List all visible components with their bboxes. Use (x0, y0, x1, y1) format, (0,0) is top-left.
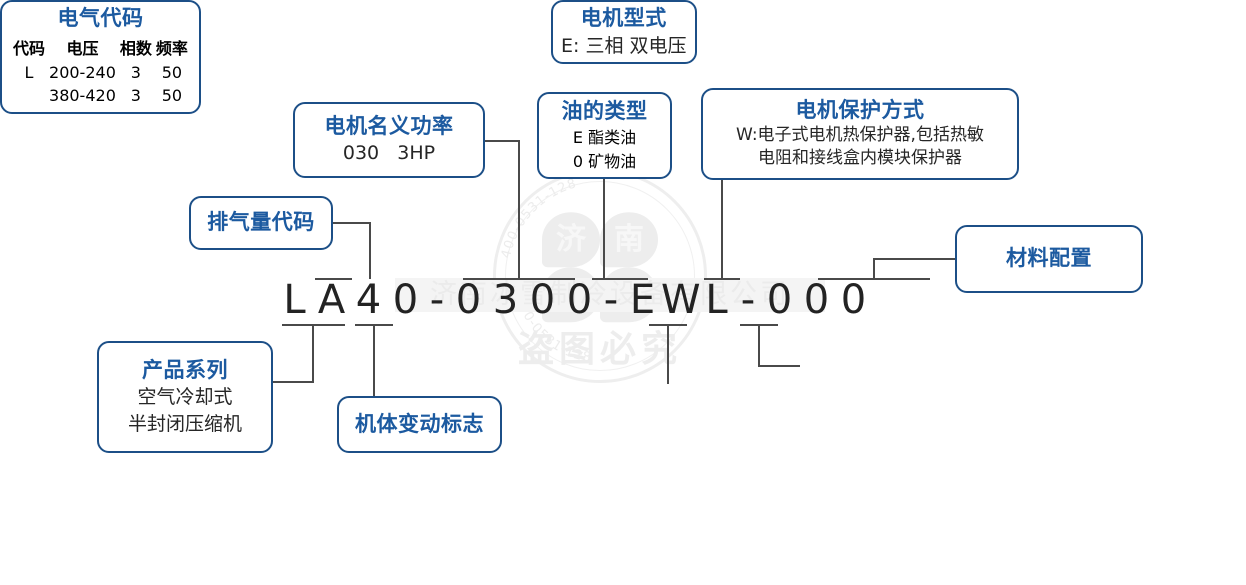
code-char-16: 0 (840, 277, 867, 323)
callout-motor-protection: 电机保护方式 W:电子式电机热保护器,包括热敏 电阻和接线盒内模块保护器 (701, 88, 1019, 180)
callout-oil-type-title: 油的类型 (561, 98, 648, 123)
code-char-15: 0 (803, 277, 830, 323)
code-char-7: 0 (529, 277, 556, 323)
motor-power-code: 030 (342, 142, 380, 165)
callout-material-configuration-title: 材料配置 (1006, 246, 1092, 271)
callout-body-change-flag: 机体变动标志 (337, 396, 502, 453)
electrical-row2-code (12, 85, 46, 106)
model-code-string: L A 4 0 - 0 3 0 0 - E W L - 0 0 0 (276, 278, 872, 322)
oil-type-code-1: E (572, 128, 583, 148)
callout-motor-rated-power-title: 电机名义功率 (324, 113, 454, 138)
electrical-row2-phase: 3 (130, 85, 141, 105)
code-char-3: 0 (392, 277, 419, 323)
callout-body-change-flag-title: 机体变动标志 (355, 411, 484, 436)
electrical-row1-code: L (24, 62, 34, 82)
callout-product-series-line2: 半封闭压缩机 (127, 412, 242, 435)
wire-electrical (758, 325, 800, 367)
code-char-0: L (283, 277, 306, 323)
callout-product-series-title: 产品系列 (142, 357, 228, 382)
electrical-header-voltage: 电压 (66, 38, 99, 58)
electrical-header-phase: 相数 (119, 38, 152, 58)
oil-type-code-2: 0 (572, 152, 584, 172)
code-char-12: L (705, 277, 728, 323)
table-row: L 200-240 3 50 (12, 62, 189, 83)
oil-type-text-1: 酯类油 (588, 128, 637, 148)
code-char-11: W (661, 277, 701, 323)
oil-type-row-1: E 酯类油 (573, 124, 636, 148)
callout-product-series-line1: 空气冷却式 (137, 386, 233, 409)
callout-motor-protection-line2: 电阻和接线盒内模块保护器 (758, 147, 962, 168)
electrical-row1-voltage: 200-240 (49, 62, 116, 82)
electrical-code-table: 代码 电压 相数 频率 L 200-240 3 50 380-420 3 50 (10, 32, 191, 108)
electrical-row1-frequency: 50 (161, 62, 183, 82)
callout-motor-rated-power: 电机名义功率 030 3HP (293, 102, 485, 178)
electrical-header-frequency: 频率 (155, 38, 188, 58)
wire-motor-power (485, 140, 520, 279)
electrical-row2-frequency: 50 (161, 85, 183, 105)
code-char-1: A (317, 277, 346, 323)
code-char-10: E (629, 277, 656, 323)
code-char-2: 4 (355, 277, 382, 323)
code-char-4: - (429, 277, 445, 323)
wire-material (873, 258, 955, 279)
oil-type-text-2: 矿物油 (588, 152, 637, 172)
callout-motor-rated-power-values: 030 3HP (343, 141, 435, 166)
code-char-6: 3 (492, 277, 519, 323)
electrical-header-code: 代码 (13, 38, 46, 58)
callout-motor-protection-line1: W:电子式电机热保护器,包括热敏 (736, 124, 984, 145)
code-char-13: - (740, 277, 756, 323)
code-char-8: 0 (566, 277, 593, 323)
callout-motor-protection-title: 电机保护方式 (795, 98, 925, 123)
motor-power-rating: 3HP (397, 142, 436, 165)
electrical-row2-voltage: 380-420 (49, 85, 116, 105)
table-row: 380-420 3 50 (12, 85, 189, 106)
callout-motor-type-title: 电机型式 (580, 6, 667, 30)
callout-product-series: 产品系列 空气冷却式 半封闭压缩机 (97, 341, 273, 453)
callout-displacement-code-title: 排气量代码 (207, 210, 315, 235)
callout-motor-type-line1: E: 三相 双电压 (561, 34, 687, 57)
callout-material-configuration: 材料配置 (955, 225, 1143, 293)
callout-electrical-code: 电气代码 代码 电压 相数 频率 L 200-240 3 50 (0, 0, 201, 114)
code-char-9: - (603, 277, 619, 323)
code-char-5: 0 (455, 277, 482, 323)
callout-oil-type: 油的类型 E 酯类油 0 矿物油 (537, 92, 672, 179)
wire-displacement (333, 222, 371, 279)
wire-product-series (273, 325, 314, 383)
electrical-code-header-row: 代码 电压 相数 频率 (12, 34, 189, 60)
code-char-14: 0 (766, 277, 793, 323)
callout-displacement-code: 排气量代码 (189, 196, 333, 250)
oil-type-row-2: 0 矿物油 (573, 148, 636, 172)
electrical-row1-phase: 3 (130, 62, 141, 82)
callout-motor-type: 电机型式 E: 三相 双电压 (551, 0, 697, 65)
callout-electrical-code-title: 电气代码 (57, 6, 144, 30)
